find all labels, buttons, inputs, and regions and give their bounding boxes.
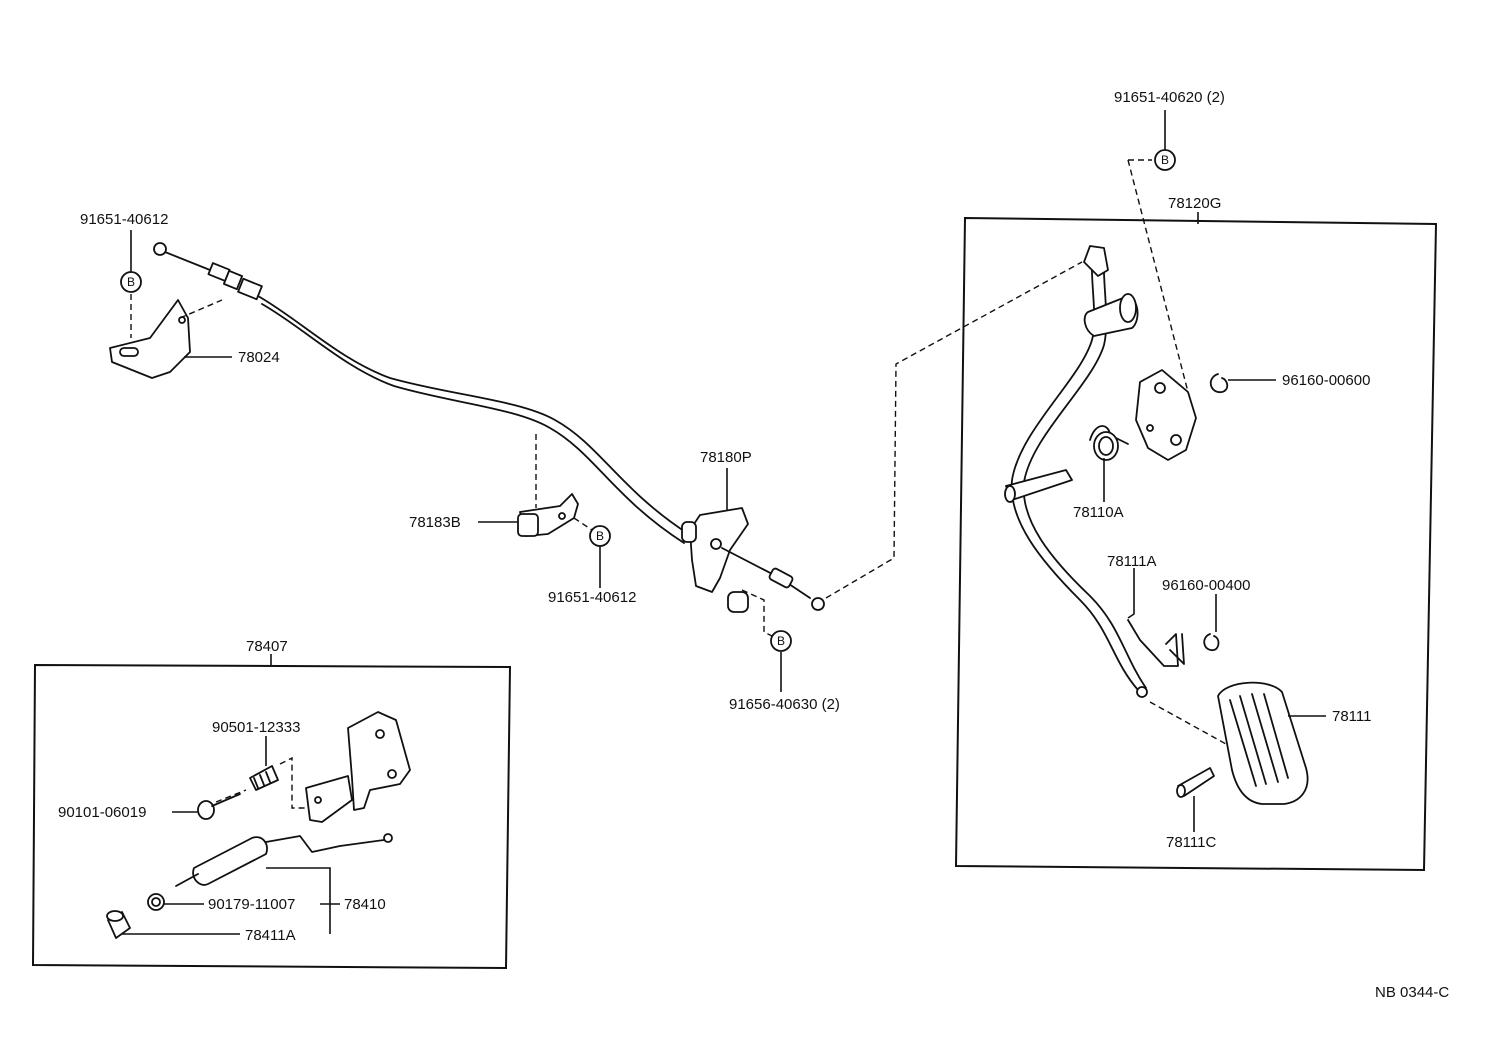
label-91651-40612-top: 91651-40612 xyxy=(80,211,168,228)
cable-clamp-78183B xyxy=(517,493,579,537)
nut-90179-11007 xyxy=(147,893,165,911)
pedal-pad-78111 xyxy=(1217,681,1309,805)
return-spring-78110A xyxy=(1089,425,1129,461)
cap-78411A xyxy=(106,910,131,939)
e-ring-96160-00600 xyxy=(1209,373,1229,393)
label-78111: 78111 xyxy=(1332,708,1372,725)
screw-90101-06019 xyxy=(197,793,241,820)
label-91651-40620-2: 91651-40620 (2) xyxy=(1114,89,1225,106)
label-78407: 78407 xyxy=(246,638,288,655)
cable-bracket-78180P xyxy=(681,507,825,613)
pedal-bracket-plate xyxy=(1135,369,1197,461)
kickdown-switch-78410 xyxy=(175,833,393,887)
part-labels: 91651-40620 (2) 78120G 91651-40612 78024… xyxy=(58,89,1449,1001)
bolt-symbol-top-right: B xyxy=(1154,149,1176,171)
leader-lines xyxy=(122,110,1326,935)
kickdown-switch-group-box xyxy=(31,663,512,970)
svg-text:B: B xyxy=(127,275,135,289)
label-91651-40612-mid: 91651-40612 xyxy=(548,589,636,606)
label-78024: 78024 xyxy=(238,349,280,366)
label-78111A: 78111A xyxy=(1107,553,1157,570)
diagram-reference-code: NB 0344-C xyxy=(1375,984,1449,1001)
label-90101-06019: 90101-06019 xyxy=(58,804,146,821)
label-90501-12333: 90501-12333 xyxy=(212,719,300,736)
label-78110A: 78110A xyxy=(1073,504,1124,521)
label-90179-11007: 90179-11007 xyxy=(208,896,295,913)
pedal-assembly-group-box xyxy=(954,216,1438,872)
label-78410: 78410 xyxy=(344,896,386,913)
label-78120G: 78120G xyxy=(1168,195,1221,212)
switch-bracket xyxy=(305,711,411,823)
cable-bracket-78024 xyxy=(109,299,191,379)
pedal-lever-arm xyxy=(1010,245,1148,698)
bolt-symbol-bottom-center: B xyxy=(770,630,792,652)
label-78180P: 78180P xyxy=(700,449,752,466)
svg-text:B: B xyxy=(596,529,604,543)
label-78111C: 78111C xyxy=(1166,834,1216,851)
svg-text:B: B xyxy=(1161,153,1169,167)
bolt-symbol-center: B xyxy=(589,525,611,547)
label-91656-40630-2: 91656-40630 (2) xyxy=(729,696,840,713)
label-96160-00400: 96160-00400 xyxy=(1162,577,1250,594)
label-96160-00600: 96160-00600 xyxy=(1282,372,1370,389)
label-78411A: 78411A xyxy=(245,927,296,944)
spring-90501-12333 xyxy=(249,765,279,791)
assembly-dashed-lines xyxy=(130,159,1227,809)
label-78183B: 78183B xyxy=(409,514,461,531)
e-ring-96160-00400 xyxy=(1203,633,1220,651)
bolt-symbol-top-left: B xyxy=(120,271,142,293)
pedal-pin-78111C xyxy=(1176,767,1215,798)
svg-text:B: B xyxy=(777,634,785,648)
accelerator-cable xyxy=(153,242,691,544)
pivot-shaft xyxy=(1004,469,1073,503)
pedal-spring-78111A xyxy=(1127,619,1185,667)
